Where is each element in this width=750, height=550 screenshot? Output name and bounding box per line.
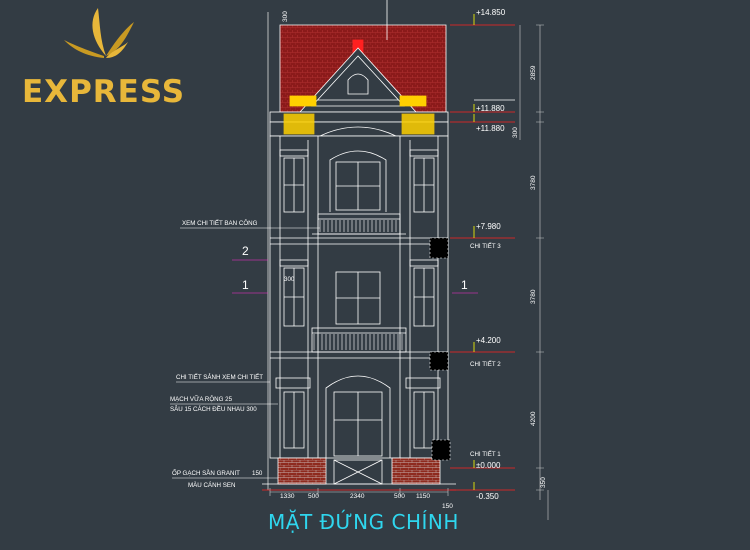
elevation-label: +11.880 [476, 124, 505, 133]
building-elevation [262, 0, 456, 491]
brick-plinth [277, 457, 327, 485]
axis-mark: 1 [242, 278, 249, 292]
vertical-dimension: 300 [282, 11, 289, 22]
annotation-note: SÂU 15 CÁCH ĐỀU NHAU 300 [170, 406, 257, 413]
horizontal-dimension: 1330 [280, 493, 295, 500]
small-dimension: 300 [284, 276, 295, 283]
butterfly-logo-icon [64, 8, 134, 58]
vertical-dimension: 2859 [530, 65, 537, 80]
detail-note: CHI TIẾT 2 [470, 361, 501, 368]
balustrades [313, 220, 403, 350]
annotation-note: MẠCH VỮA RỘNG 25 [170, 396, 233, 403]
vertical-dimension: 300 [512, 127, 519, 138]
horizontal-dimension: 500 [308, 493, 319, 500]
axis-mark: 1 [461, 278, 468, 292]
horizontal-dimension: 500 [394, 493, 405, 500]
elevation-label: +14.850 [476, 8, 506, 17]
horizontal-dimension: 1150 [416, 493, 430, 500]
leader-lines [170, 227, 478, 479]
axis-mark: 2 [242, 244, 249, 258]
annotation-note: MÀU CÁNH SEN [188, 482, 236, 489]
annotation-note: CHI TIẾT SẢNH XEM CHI TIẾT [176, 374, 263, 381]
dimension-lines [269, 24, 549, 520]
annotation-note: 150 [252, 470, 263, 477]
elevation-label: -0.350 [476, 492, 499, 501]
detail-note: CHI TIẾT 3 [470, 243, 501, 250]
horizontal-dimension: 2340 [350, 493, 365, 500]
annotation-note: XEM CHI TIẾT BAN CÔNG [182, 220, 258, 227]
elevation-label: +7.980 [476, 222, 501, 231]
detail-note: CHI TIẾT 1 [470, 451, 501, 458]
logo-text: EXPRESS [22, 74, 186, 110]
elevation-label: ±0.000 [476, 461, 501, 470]
vertical-dimension: 350 [540, 477, 547, 488]
vertical-dimension: 3780 [530, 289, 537, 304]
elevation-label: +11.880 [476, 104, 505, 113]
horizontal-dimension: 150 [442, 503, 453, 510]
annotation-note: ỐP GẠCH SẦN GRANIT [172, 470, 240, 477]
vertical-dimension: 4200 [530, 411, 537, 426]
elevation-label: +4.200 [476, 336, 501, 345]
level-markers [450, 14, 515, 491]
drawing-title: MẶT ĐỨNG CHÍNH [268, 510, 459, 534]
vertical-dimension: 3780 [530, 175, 537, 190]
